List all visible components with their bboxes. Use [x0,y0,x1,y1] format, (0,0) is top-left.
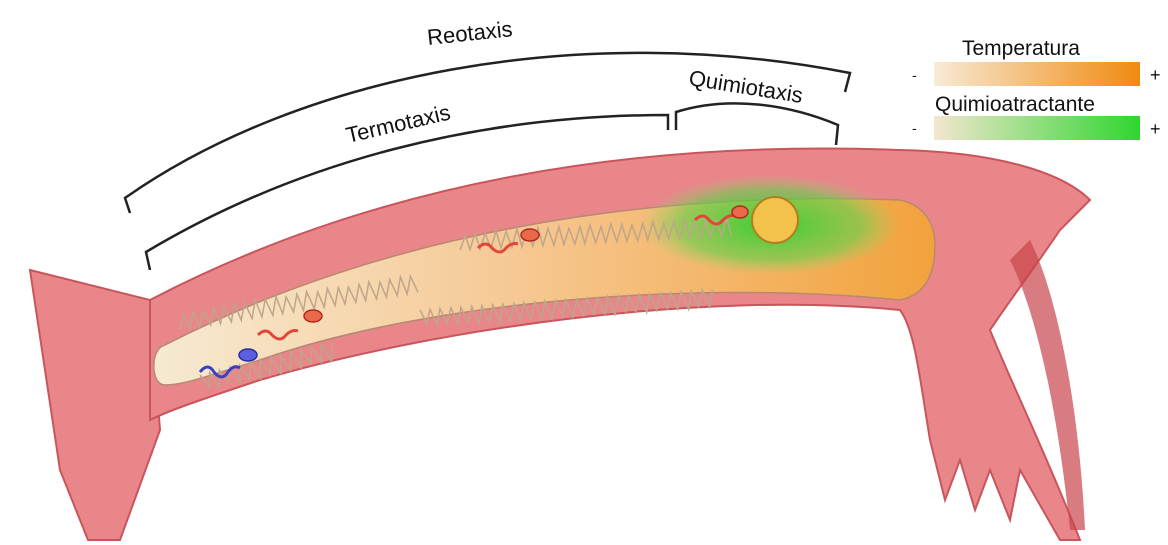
legend-temperature-min: - [912,67,917,83]
label-quimiotaxis: Quimiotaxis [687,65,804,108]
legend-temperature-label: Temperatura [962,37,1080,60]
legend-chemo-label: Quimioatractante [935,93,1095,116]
quimiotaxis-bracket [676,103,838,145]
legend-chemo-min: - [912,120,917,136]
legend-chemo-max: + [1150,119,1161,139]
egg-cell [752,197,798,243]
label-termotaxis: Termotaxis [344,100,453,148]
legend: Temperatura - + Quimioatractante - + [912,37,1161,140]
oviduct-tube [30,149,1090,540]
legend-chemo-gradient [934,116,1140,140]
legend-temperature-gradient [934,62,1140,86]
legend-temperature-max: + [1150,65,1161,85]
label-reotaxis: Reotaxis [426,16,514,50]
